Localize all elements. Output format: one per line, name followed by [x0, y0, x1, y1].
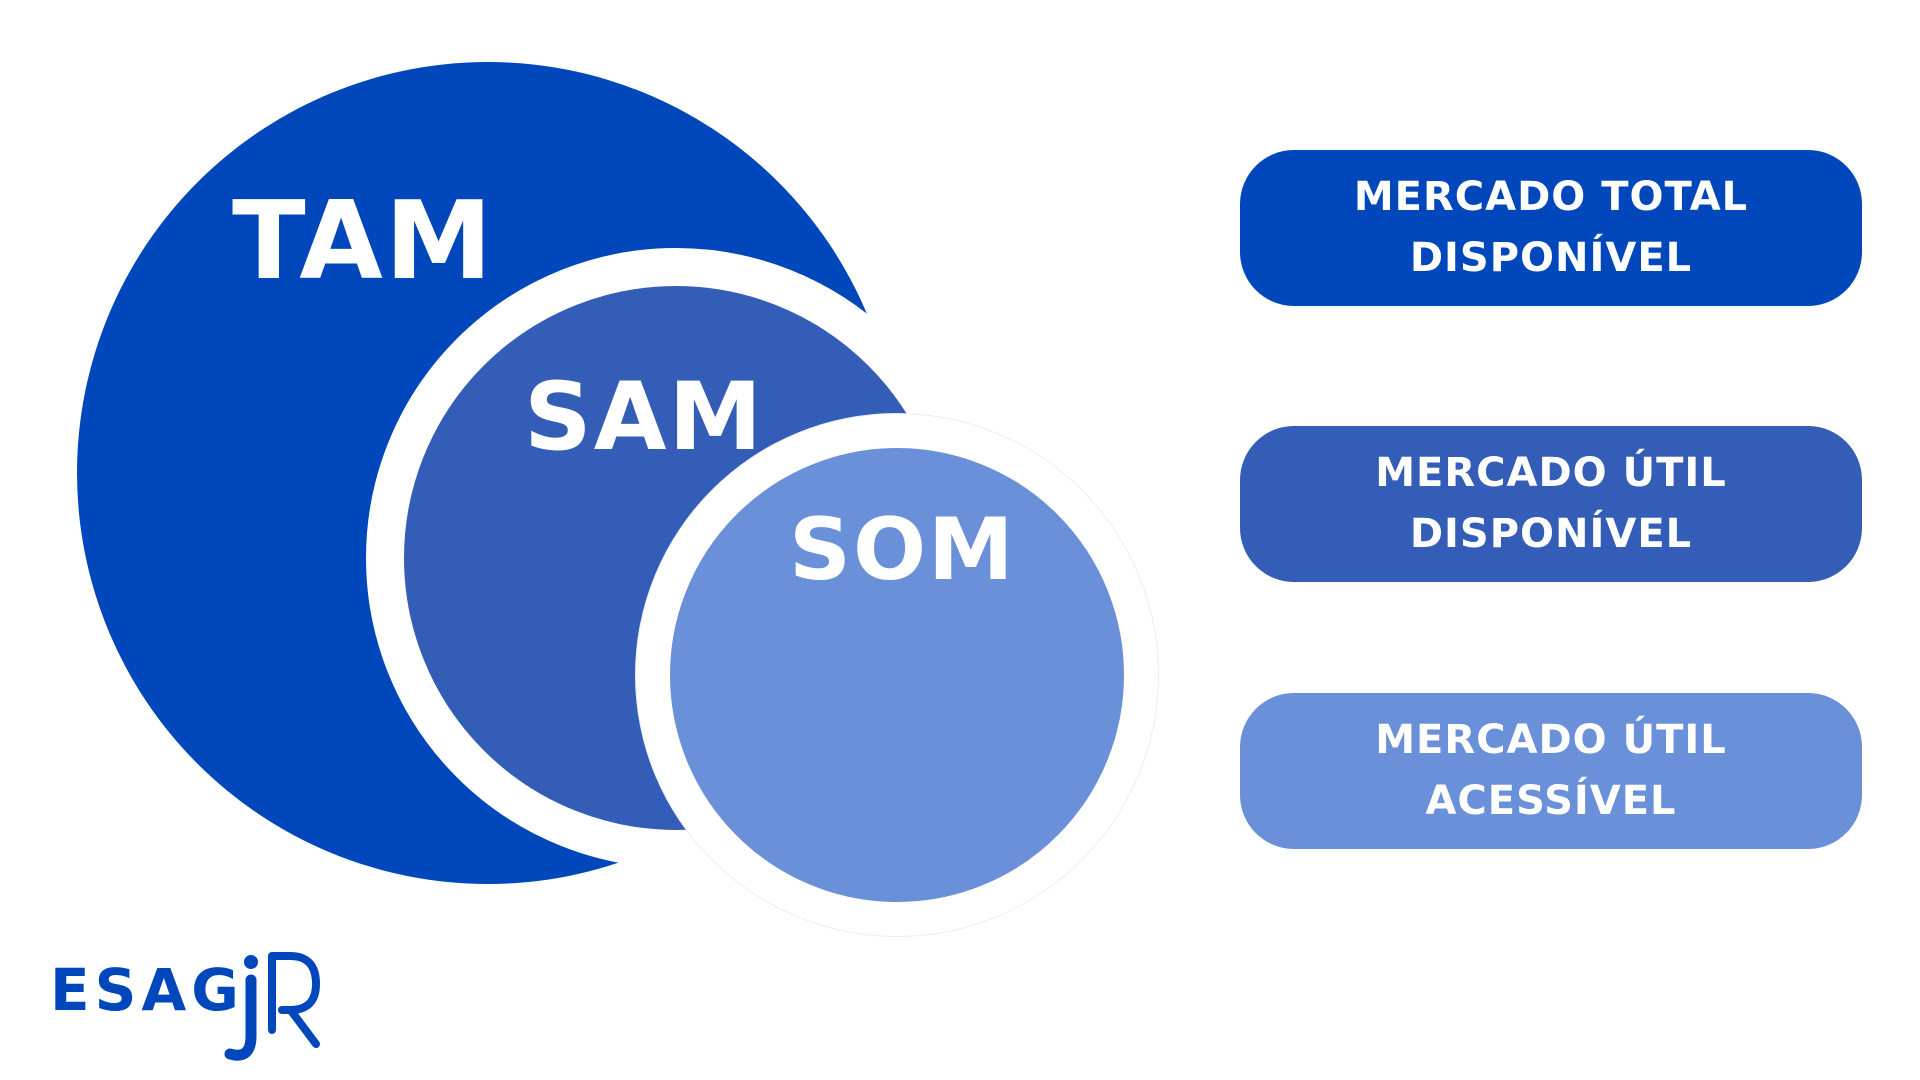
- esag-logo-text: ESAG: [50, 956, 244, 1024]
- esag-jr-logo: ESAG: [50, 952, 320, 1061]
- sam-description-box: MERCADO ÚTIL DISPONÍVEL: [1240, 426, 1862, 582]
- som-label: SOM: [789, 500, 1016, 600]
- sam-description-line-1: MERCADO ÚTIL: [1375, 450, 1727, 496]
- tam-description-line-2: DISPONÍVEL: [1409, 235, 1693, 281]
- jr-logo-mark: [224, 952, 320, 1061]
- som-description-line-2: ACESSÍVEL: [1425, 778, 1677, 824]
- tam-description-line-1: MERCADO TOTAL: [1353, 174, 1749, 220]
- tam-description-box: MERCADO TOTAL DISPONÍVEL: [1240, 150, 1862, 306]
- som-description-box: MERCADO ÚTIL ACESSÍVEL: [1240, 693, 1862, 849]
- sam-description-line-2: DISPONÍVEL: [1409, 511, 1693, 557]
- sam-label: SAM: [524, 363, 764, 472]
- tam-label: TAM: [232, 179, 495, 304]
- som-description-line-1: MERCADO ÚTIL: [1375, 717, 1727, 763]
- som-circle: [636, 414, 1158, 936]
